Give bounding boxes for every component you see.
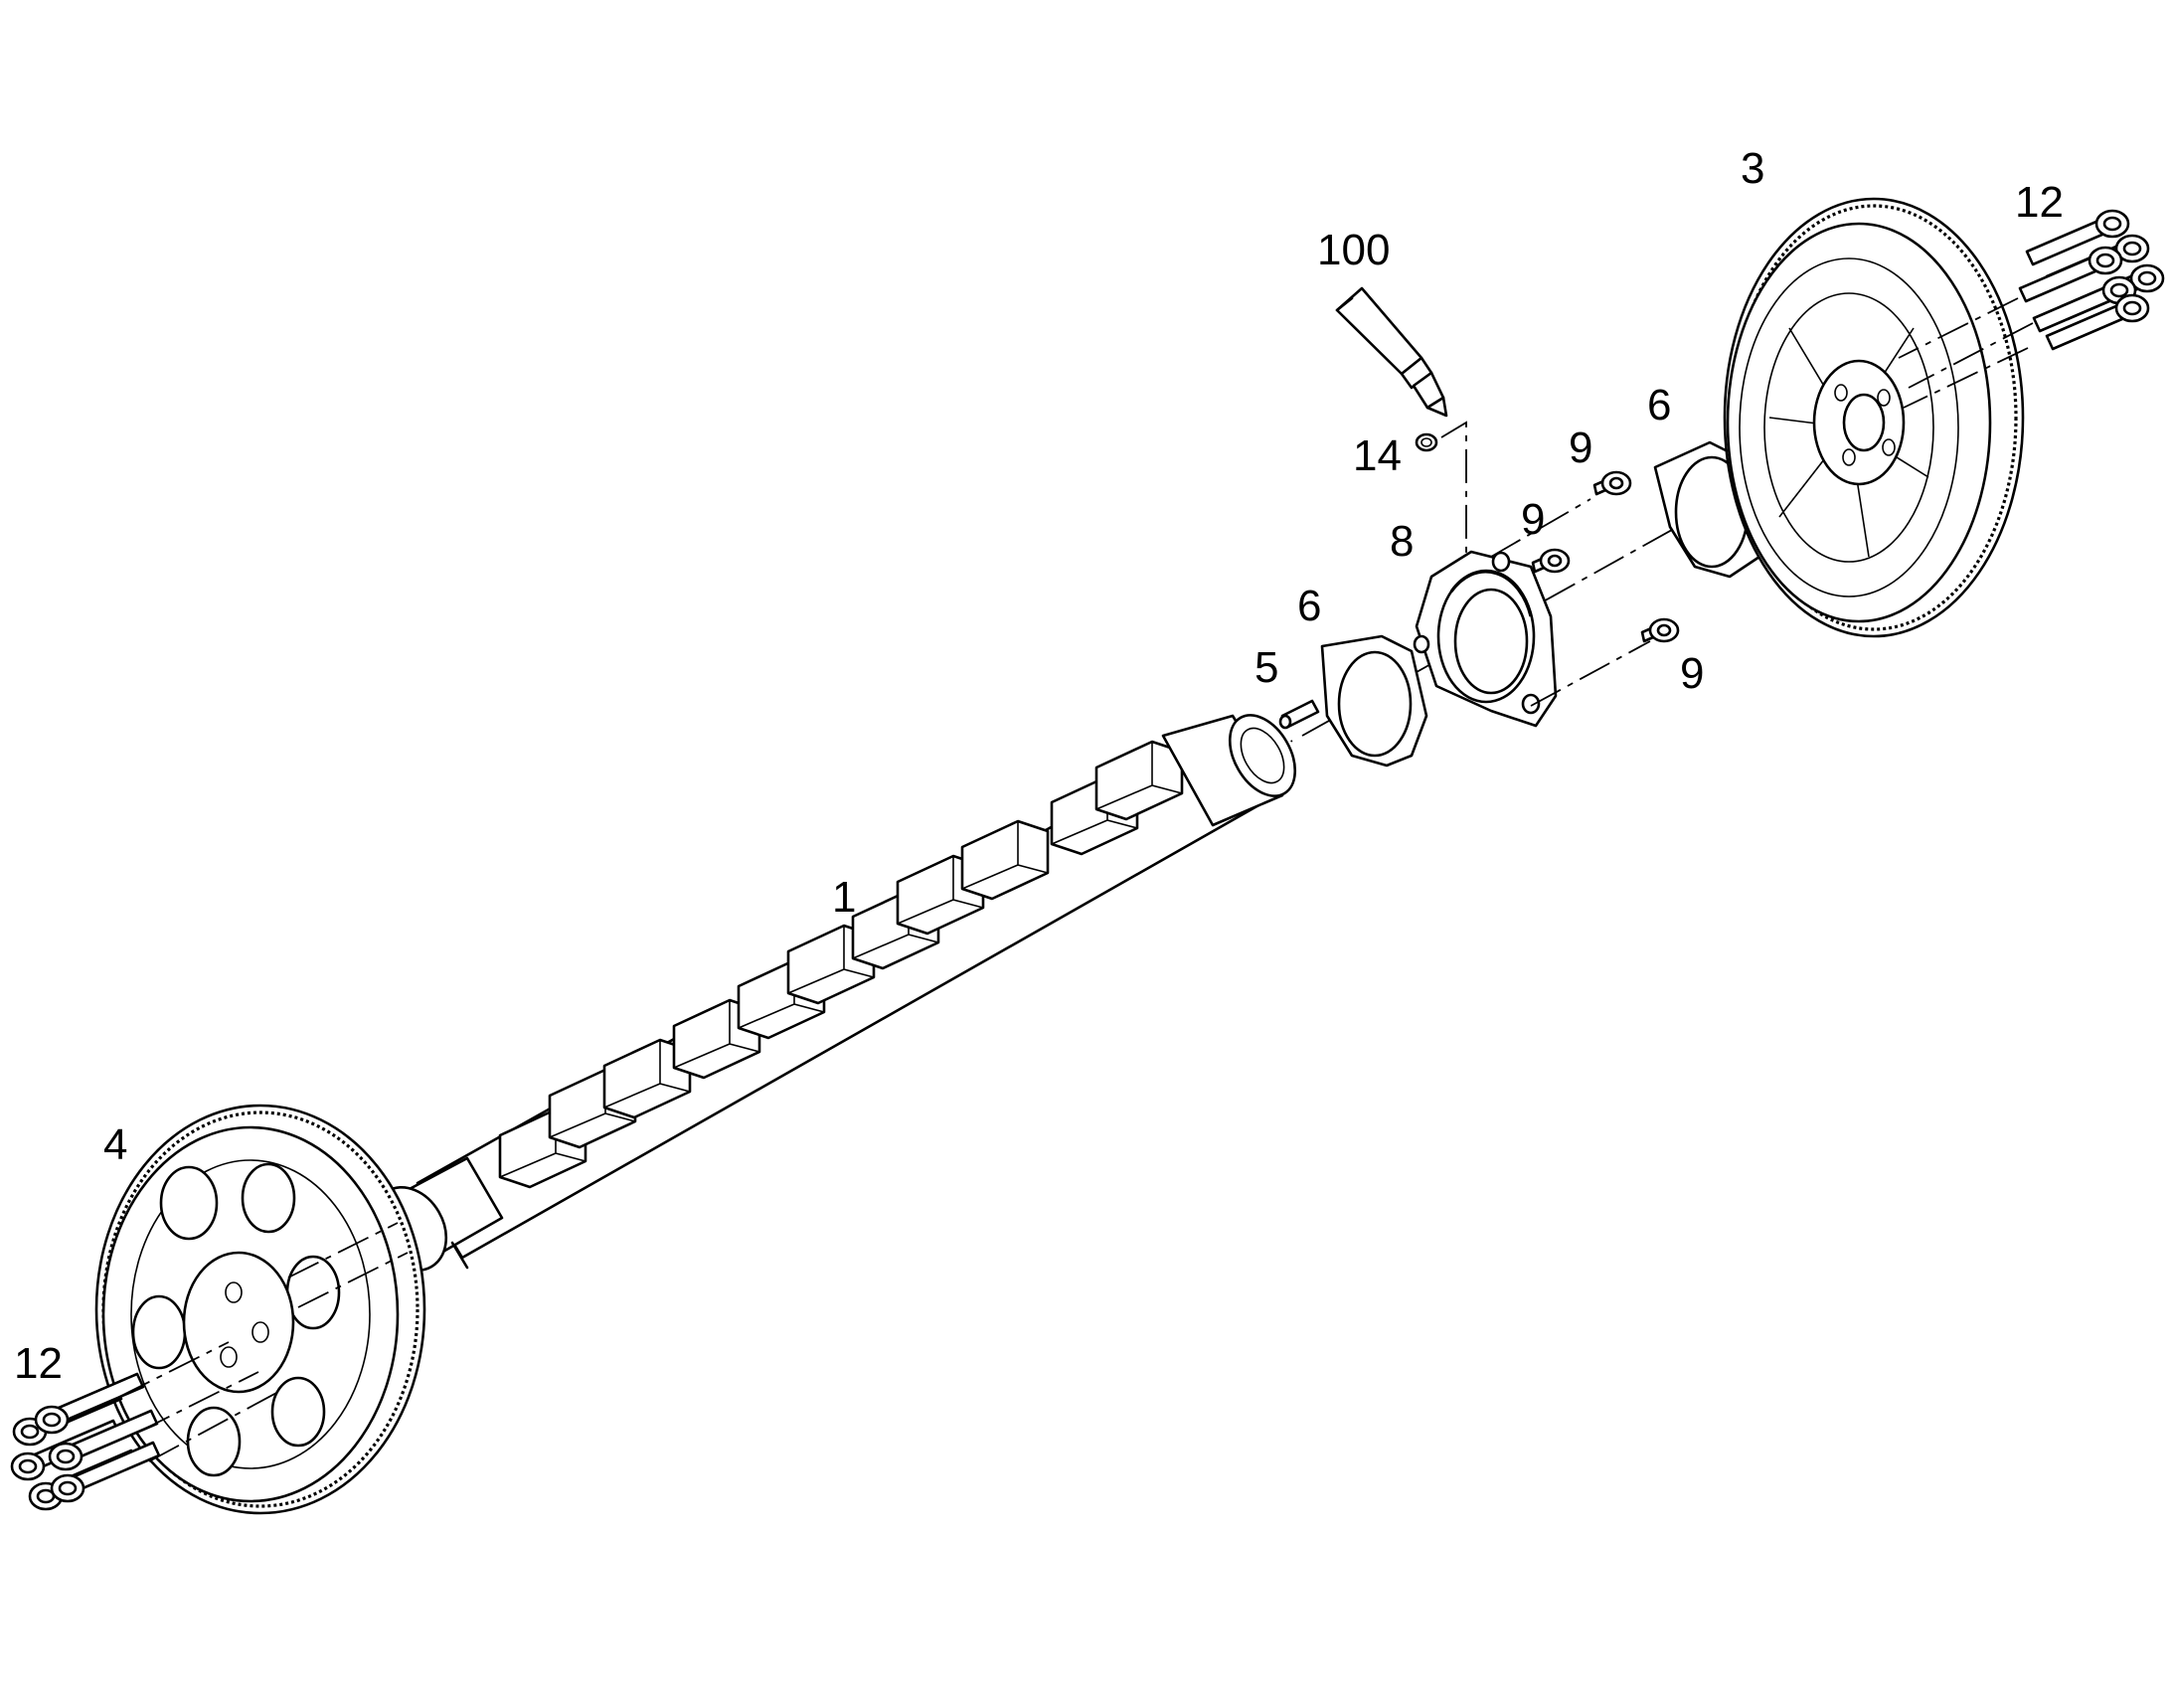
callout-screw-top: 9 — [1569, 424, 1592, 472]
callout-bolts-rear: 12 — [2015, 178, 2064, 227]
rear-bolt-leader-lines — [1898, 297, 2034, 409]
callout-gear-rear: 3 — [1741, 144, 1764, 193]
thrust-washer-left — [1320, 634, 1428, 768]
screws — [1531, 470, 1680, 643]
callout-bolts-front: 12 — [14, 1339, 63, 1388]
callout-gear-front: 4 — [103, 1120, 127, 1169]
rear-gear — [1723, 197, 2025, 638]
callout-pin: 5 — [1254, 643, 1278, 692]
sealant-tube — [1335, 286, 1448, 418]
callout-sealant-tube: 100 — [1317, 226, 1390, 274]
callout-screw-mid: 9 — [1521, 495, 1545, 544]
callout-screw-bottom: 9 — [1680, 649, 1704, 698]
camshaft — [371, 714, 1297, 1273]
screw-axis-lines — [1490, 498, 1651, 707]
rear-bolts — [2018, 209, 2165, 351]
front-gear — [94, 1104, 426, 1515]
callout-labels: 1 3 4 5 6 6 8 9 9 9 12 12 14 100 — [14, 144, 2064, 1388]
front-bolt-leader-lines — [118, 1222, 409, 1462]
dowel-pin — [1278, 699, 1320, 730]
callout-bearing-housing: 8 — [1390, 517, 1414, 566]
rear-journal — [1161, 714, 1297, 827]
callout-washer-right: 6 — [1647, 381, 1671, 429]
o-ring — [1415, 432, 1438, 452]
o-ring-leader-line — [1440, 421, 1467, 557]
callout-washer-left: 6 — [1297, 582, 1321, 630]
callout-shaft: 1 — [832, 873, 856, 922]
callout-o-ring: 14 — [1353, 431, 1402, 480]
bearing-housing — [1413, 550, 1558, 728]
cam-lobes — [498, 740, 1184, 1189]
